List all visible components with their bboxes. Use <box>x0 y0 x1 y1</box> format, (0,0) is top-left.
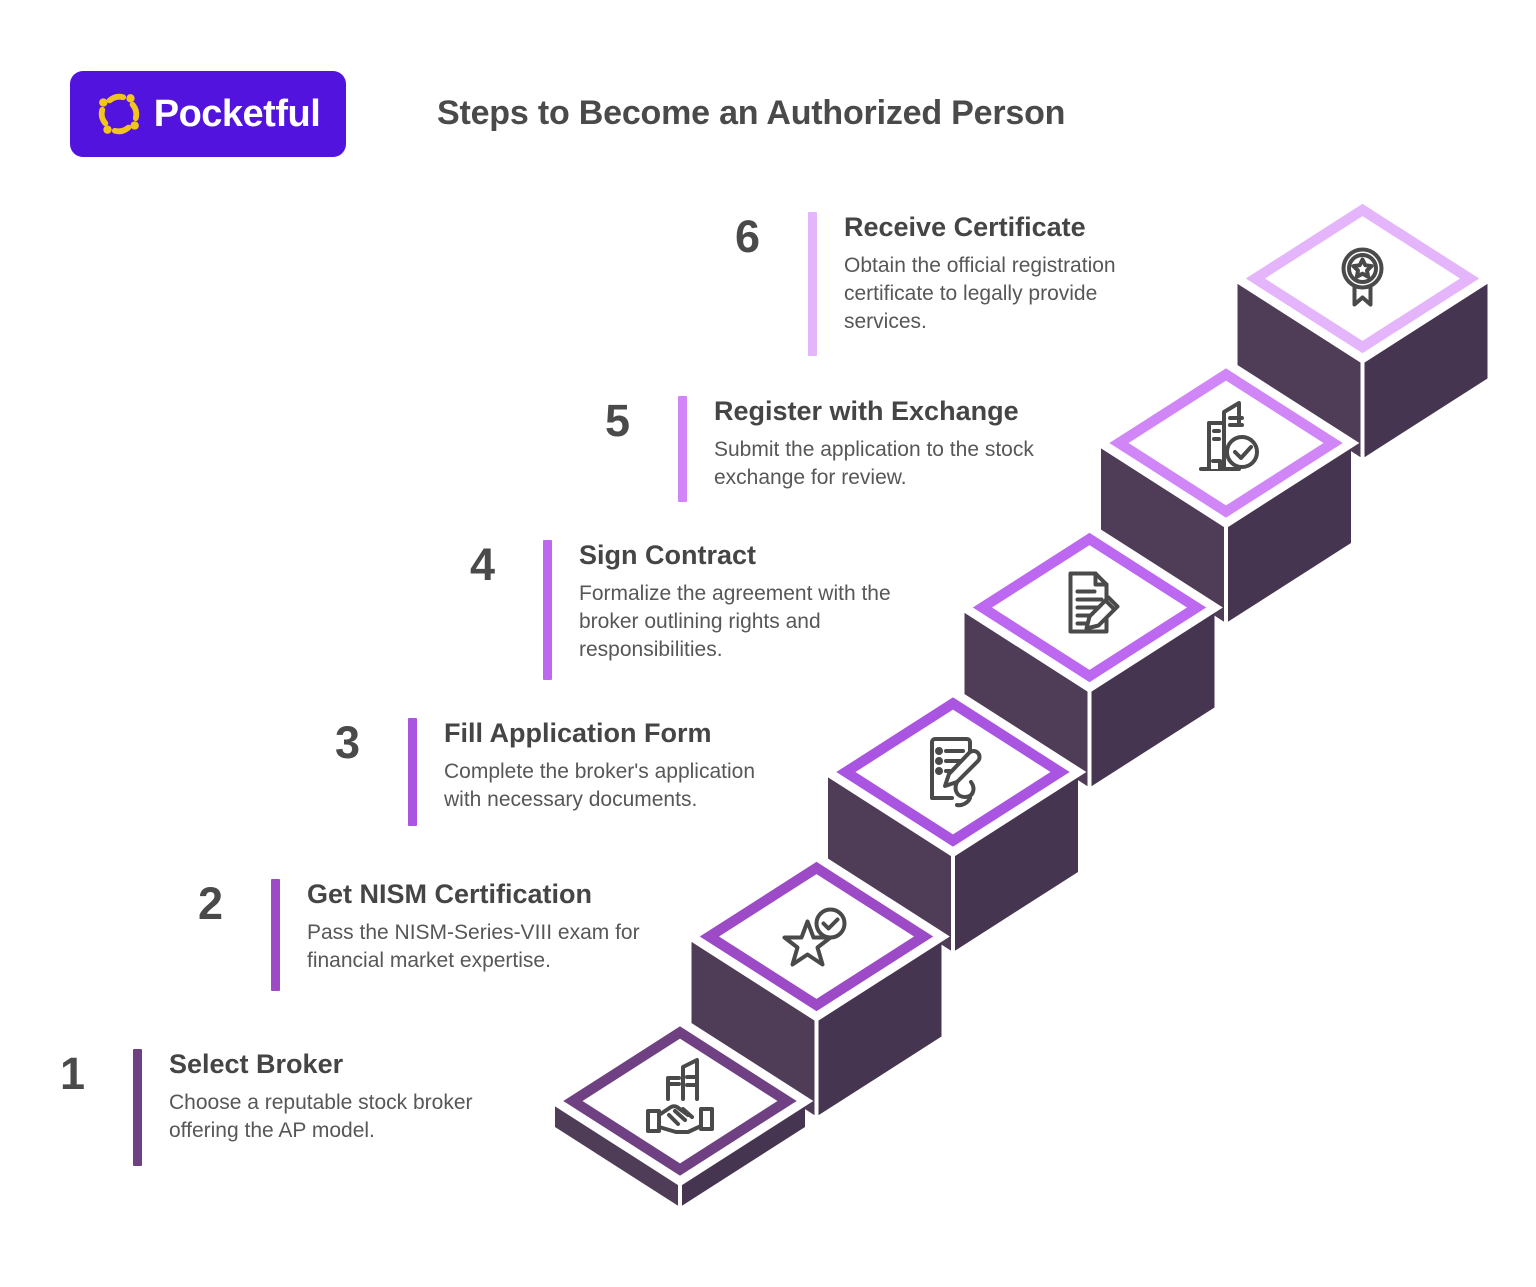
step-number: 1 <box>59 1048 85 1099</box>
pocketful-logo: Pocketful <box>70 71 346 157</box>
step-description: Complete the broker's application with n… <box>444 760 756 811</box>
step-accent-bar <box>808 212 817 356</box>
step-block-left-wall <box>691 936 817 1117</box>
stair-step-1 <box>546 1015 814 1207</box>
form-pen-icon <box>930 737 982 808</box>
step-accent-bar <box>678 396 687 502</box>
step-title: Get NISM Certification <box>307 879 593 909</box>
step-note-5: 5 Register with Exchange Submit the appl… <box>570 396 1084 502</box>
step-note-2: 2 Get NISM Certification Pass the NISM-S… <box>163 879 677 991</box>
building-check-icon <box>1199 401 1259 471</box>
step-note-3: 3 Fill Application Form Complete the bro… <box>300 718 814 826</box>
step-note-1: 1 Select Broker Choose a reputable stock… <box>25 1049 539 1166</box>
step-note-4: 4 Sign Contract Formalize the agreement … <box>435 540 949 680</box>
stair-step-3 <box>819 686 1087 952</box>
step-number: 3 <box>334 717 360 768</box>
step-block-right-wall <box>680 1101 805 1207</box>
step-title: Select Broker <box>169 1049 344 1079</box>
step-description: Formalize the agreement with the broker … <box>579 582 891 661</box>
step-block-right-wall <box>1226 443 1351 623</box>
step-note-6: 6 Receive Certificate Obtain the officia… <box>700 212 1214 356</box>
step-block-right-wall <box>1089 607 1215 788</box>
sparkle-burst-icon <box>98 93 139 135</box>
stair-step-2 <box>683 851 950 1117</box>
step-block-left-wall <box>555 1101 680 1207</box>
logo-wordmark: Pocketful <box>153 92 321 135</box>
step-tile-face <box>1265 216 1460 341</box>
step-tile-face <box>582 1038 778 1164</box>
step-block-left-wall <box>1101 443 1226 623</box>
step-title: Sign Contract <box>579 540 757 570</box>
step-accent-bar <box>408 718 417 826</box>
step-description: Pass the NISM-Series-VIII exam for finan… <box>307 921 640 972</box>
doc-pencil-icon <box>1068 571 1120 634</box>
stair-step-5 <box>1092 357 1360 623</box>
step-block-left-wall <box>1237 278 1363 459</box>
step-title: Receive Certificate <box>844 212 1086 242</box>
step-title: Fill Application Form <box>444 718 712 748</box>
step-number: 4 <box>469 539 495 590</box>
step-description: Obtain the official registration certifi… <box>844 254 1116 333</box>
step-block-right-wall <box>1362 278 1488 459</box>
step-block-left-wall <box>964 607 1090 788</box>
step-block-right-wall <box>816 936 942 1117</box>
step-description: Choose a reputable stock broker offering… <box>169 1091 473 1142</box>
step-block-right-wall <box>953 772 1078 952</box>
stair-step-4 <box>956 522 1223 788</box>
step-accent-bar <box>133 1049 142 1166</box>
star-check-icon <box>782 907 847 967</box>
step-number: 6 <box>734 211 760 262</box>
step-accent-bar <box>543 540 552 680</box>
medal-icon <box>1341 247 1384 307</box>
page-title: Steps to Become an Authorized Person <box>437 94 1066 132</box>
step-number: 5 <box>604 395 630 446</box>
step-block-left-wall <box>828 772 953 952</box>
step-description: Submit the application to the stock exch… <box>714 438 1034 489</box>
step-accent-bar <box>271 879 280 991</box>
step-number: 2 <box>197 878 223 929</box>
stair-step-6 <box>1229 193 1496 459</box>
handshake-icon <box>646 1058 714 1134</box>
step-title: Register with Exchange <box>714 396 1019 426</box>
